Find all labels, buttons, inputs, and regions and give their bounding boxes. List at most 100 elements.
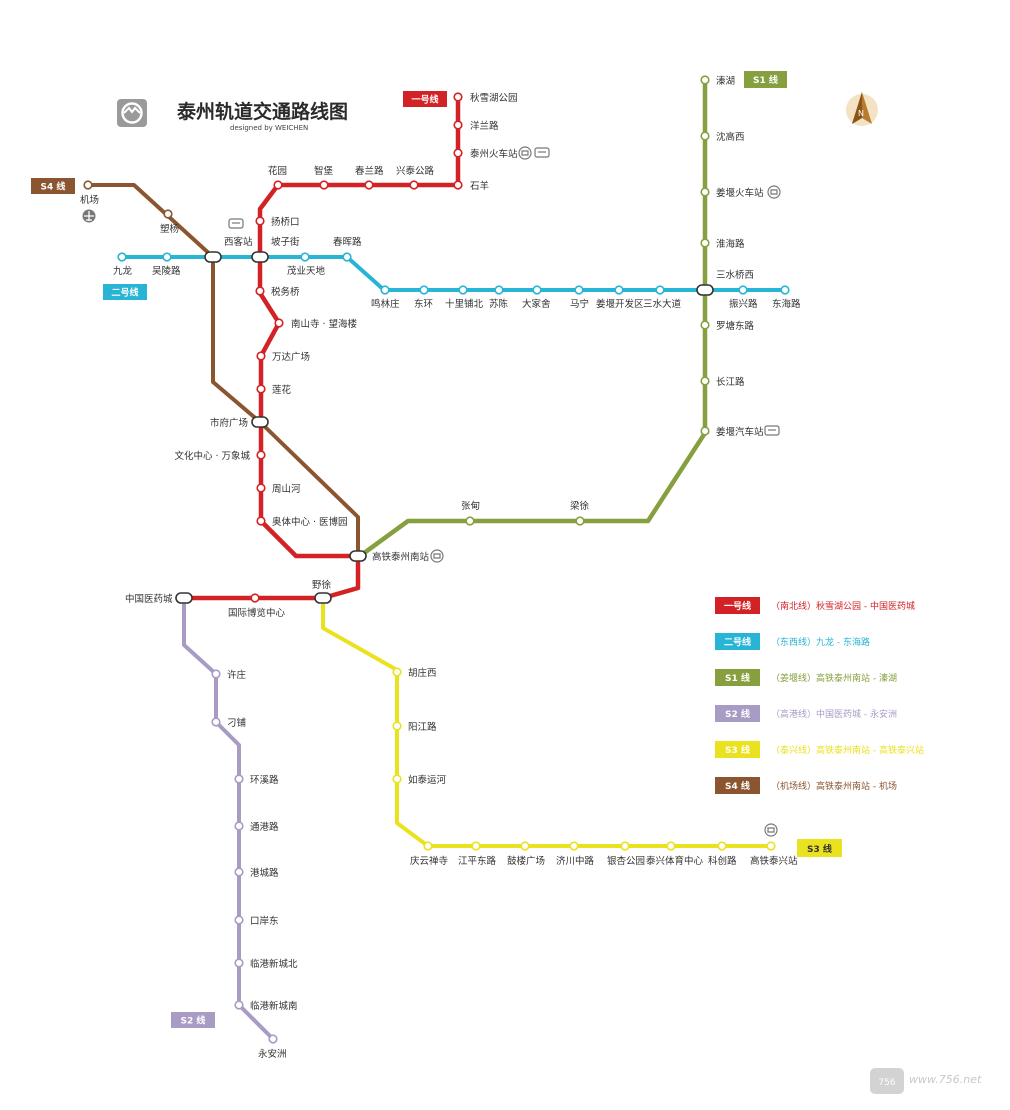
badge-s2[interactable]: S2 线 (171, 1012, 215, 1028)
station-taixing-sports[interactable]: 泰兴体育中心 (646, 841, 704, 867)
station-wenhua[interactable]: 文化中心 · 万象城 (174, 450, 266, 462)
station-label-pozijie: 坡子街 (271, 236, 300, 248)
legend-swatch (715, 669, 760, 686)
interchange-sanshuiqiao[interactable] (696, 284, 714, 296)
interchange-yexu[interactable] (314, 592, 332, 604)
badge-s1[interactable]: S1 线 (744, 71, 787, 88)
station-qingyun[interactable]: 庆云禅寺 (410, 841, 449, 867)
station-gulou[interactable]: 鼓楼广场 (507, 841, 545, 867)
station-label: 江平东路 (458, 855, 497, 867)
station-wanda[interactable]: 万达广场 (256, 351, 310, 363)
station-label: 奥体中心 · 医博园 (272, 516, 348, 528)
station-kechuang[interactable]: 科创路 (708, 841, 737, 867)
station-chunhui[interactable]: 春晖路 (333, 236, 362, 262)
station-kouan[interactable]: 口岸东 (234, 915, 279, 927)
station-lingang-n[interactable]: 临港新城北 (234, 958, 298, 970)
interchange-gaotie-south[interactable] (349, 550, 367, 562)
station-sanshui-blvd[interactable]: 三水大道 (643, 285, 682, 310)
badge-s3[interactable]: S3 线 (797, 839, 842, 857)
station-jichuan[interactable]: 济川中路 (556, 841, 595, 867)
station-qiuxuehu[interactable]: 秋雪湖公园 (453, 92, 518, 104)
interchange-xikezhan[interactable] (204, 251, 222, 263)
station-label-gaotie-south: 高铁泰州南站 (372, 551, 430, 563)
station-shili[interactable]: 十里铺北 (445, 285, 484, 310)
station-huzhuang[interactable]: 胡庄西 (392, 667, 437, 679)
map-title: 泰州轨道交通路线图 (176, 100, 348, 123)
station-label: 机场 (80, 194, 99, 206)
station-aoti[interactable]: 奥体中心 · 医博园 (256, 516, 348, 528)
legend-item-s3[interactable]: S3 线（泰兴线）高铁泰州南站 - 高铁泰兴站 (715, 741, 924, 758)
station-rutai[interactable]: 如泰运河 (392, 774, 447, 786)
interchange-pozijie[interactable] (251, 251, 269, 263)
badge-line1[interactable]: 一号线 (403, 91, 447, 107)
badge-line2[interactable]: 二号线 (103, 284, 147, 300)
station-luohua[interactable]: 莲花 (256, 384, 292, 396)
station-huanxi[interactable]: 环溪路 (234, 774, 279, 786)
station-yonganzhou[interactable]: 永安洲 (258, 1034, 287, 1060)
legend-swatch (715, 597, 760, 614)
legend-badge-label: 一号线 (724, 600, 751, 612)
station-xuzhuang[interactable]: 许庄 (211, 669, 247, 681)
station-yanlinzhuang[interactable]: 鸣林庄 (371, 285, 400, 310)
station-yangjiang[interactable]: 阳江路 (392, 721, 437, 733)
station-shuiwu[interactable]: 税务桥 (255, 286, 300, 298)
legend-item-s2[interactable]: S2 线（高港线）中国医药城 - 永安洲 (715, 705, 897, 722)
legend-item-line1[interactable]: 一号线（南北线）秋雪湖公园 - 中国医药城 (715, 597, 915, 614)
station-diaopu[interactable]: 刁铺 (211, 717, 246, 729)
svg-text:S3 线: S3 线 (807, 843, 832, 855)
legend-item-s1[interactable]: S1 线（姜堰线）高铁泰州南站 - 溱湖 (715, 669, 897, 686)
station-gaotie-taixing[interactable]: 高铁泰兴站 (750, 841, 798, 867)
station-maning[interactable]: 马宁 (570, 285, 589, 310)
station-luotang[interactable]: 罗塘东路 (700, 320, 755, 332)
station-yangqiaokou[interactable]: 扬桥口 (255, 216, 300, 228)
station-donghai[interactable]: 东海路 (772, 285, 801, 310)
station-zhenxing[interactable]: 振兴路 (729, 285, 758, 310)
station-lingang-s[interactable]: 临港新城南 (234, 1000, 298, 1012)
station-maoye[interactable]: 茂业天地 (287, 252, 326, 277)
station-wuling[interactable]: 吴陵路 (152, 252, 181, 277)
station-gangcheng[interactable]: 港城路 (234, 867, 279, 879)
legend-item-s4[interactable]: S4 线（机场线）高铁泰州南站 - 机场 (715, 777, 897, 794)
station-dalunshe[interactable]: 大家舍 (522, 285, 551, 310)
station-tonggang[interactable]: 通港路 (234, 821, 279, 833)
station-liangxu[interactable]: 梁徐 (570, 500, 590, 526)
interchange-yiyaocheng[interactable] (175, 592, 193, 604)
station-guoji[interactable]: 国际博览中心 (228, 593, 286, 619)
station-qinhu[interactable]: 溱湖 (700, 75, 735, 87)
station-chunlan[interactable]: 春兰路 (355, 165, 384, 190)
interchange-shifu[interactable] (251, 416, 269, 428)
station-zhibao[interactable]: 智堡 (314, 165, 334, 190)
legend-item-line2[interactable]: 二号线（东西线）九龙 - 东海路 (715, 633, 870, 650)
station-yinxing[interactable]: 银杏公园 (607, 841, 645, 867)
compass-icon: N (846, 92, 878, 126)
station-zhangdian[interactable]: 张甸 (461, 500, 480, 526)
station-label: 姜堰火车站 (716, 187, 764, 199)
station-changjiang[interactable]: 长江路 (700, 376, 745, 388)
station-jiangyan-bus[interactable]: 姜堰汽车站 (700, 426, 764, 438)
station-suchen[interactable]: 苏陈 (489, 285, 509, 310)
station-taizhou-rail[interactable]: 泰州火车站 (453, 148, 518, 160)
legend-badge-label: S2 线 (725, 708, 750, 720)
station-shiyang[interactable]: 石羊 (453, 180, 489, 192)
legend-swatch (715, 705, 760, 722)
line2-route (120, 255, 787, 292)
station-jiyang[interactable]: 塑杨 (160, 209, 179, 235)
station-jiangyan-rail[interactable]: 姜堰火车站 (700, 187, 764, 199)
station-jiangping[interactable]: 江平东路 (458, 841, 497, 867)
station-jiulong[interactable]: 九龙 (113, 252, 133, 277)
station-jichang[interactable]: 机场 (80, 180, 99, 206)
station-yanglan[interactable]: 洋兰路 (453, 120, 499, 132)
station-zhoushanhe[interactable]: 周山河 (256, 483, 301, 495)
legend-swatch (715, 741, 760, 758)
station-jiangyan-kfq[interactable]: 姜堰开发区 (596, 285, 644, 310)
station-label: 税务桥 (271, 286, 300, 298)
station-huaihai[interactable]: 淮海路 (700, 238, 745, 250)
station-donghuan[interactable]: 东环 (414, 285, 433, 310)
station-huayuan[interactable]: 花园 (268, 165, 287, 190)
bus-icon (228, 218, 244, 229)
badge-s4[interactable]: S4 线 (31, 178, 75, 194)
station-xingtai[interactable]: 兴泰公路 (396, 165, 435, 190)
station-nanshansi[interactable]: 南山寺 · 望海楼 (274, 318, 358, 330)
station-shengao[interactable]: 沈高西 (700, 131, 745, 143)
s4-route (86, 183, 360, 558)
